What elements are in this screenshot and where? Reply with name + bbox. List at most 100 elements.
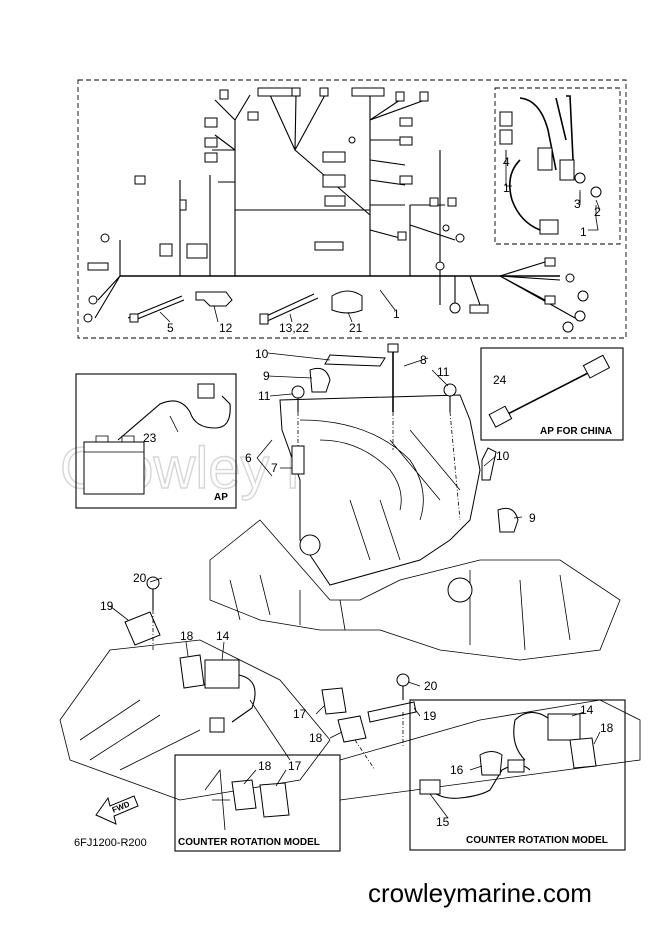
cr-left-bracket xyxy=(204,768,230,831)
callout-5: 5 xyxy=(167,321,174,335)
cable-23 xyxy=(117,395,231,441)
bracket-assembly xyxy=(59,343,641,801)
battery xyxy=(83,441,145,495)
bracket-ribs xyxy=(299,419,461,561)
callout-24: 24 xyxy=(493,373,507,387)
holder-19 xyxy=(124,611,161,646)
callout-15: 15 xyxy=(436,815,450,829)
diagram-ref: 6FJ1200-R200 xyxy=(74,837,147,849)
bolt-20-head xyxy=(146,576,160,590)
callout-18d: 18 xyxy=(600,721,614,735)
holder-19b xyxy=(367,701,417,723)
cable-24 xyxy=(499,371,591,419)
sub-ring-2 xyxy=(590,186,602,198)
leader-lines xyxy=(109,150,601,819)
callout-14b: 14 xyxy=(580,703,594,717)
sub-connector-b xyxy=(559,159,575,181)
harness-subassembly-frame xyxy=(494,87,621,245)
callout-9: 9 xyxy=(263,369,270,383)
connector-14-plug xyxy=(209,717,225,733)
cr-left-title: COUNTER ROTATION MODEL xyxy=(178,837,320,848)
engine-gear xyxy=(299,534,321,556)
engine-block xyxy=(209,519,621,661)
grommet-21 xyxy=(331,290,363,314)
plug-17 xyxy=(321,687,347,715)
sub-connector-4b xyxy=(499,129,513,145)
callout-19: 19 xyxy=(100,599,114,613)
bolt-8-head xyxy=(387,343,399,353)
callout-8: 8 xyxy=(420,353,427,367)
collar-7 xyxy=(291,445,305,475)
cr-left-plug-17 xyxy=(259,782,290,818)
cr-right-grommet-16 xyxy=(479,751,503,776)
callout-19b: 19 xyxy=(423,709,437,723)
cable-tie-13-22 xyxy=(261,293,319,323)
clamp-9 xyxy=(309,367,331,393)
callout-1c: 1 xyxy=(580,225,587,239)
callout-9b: 9 xyxy=(529,511,536,525)
counter-rotation-right-box: COUNTER ROTATION MODEL xyxy=(409,699,626,851)
cable-23-connector xyxy=(197,383,215,399)
clamp-12 xyxy=(195,291,233,307)
callout-12: 12 xyxy=(219,321,233,335)
lower-casing xyxy=(59,639,331,801)
cr-right-title: COUNTER ROTATION MODEL xyxy=(466,835,608,846)
callout-11: 11 xyxy=(258,389,271,403)
clamp-9b xyxy=(497,507,519,533)
site-footer: crowleymarine.com xyxy=(368,878,592,908)
cable-24-plug-b xyxy=(582,354,611,379)
ap-box: AP xyxy=(75,373,237,509)
ap-china-title: AP FOR CHINA xyxy=(540,426,612,437)
harness-connectors xyxy=(83,87,589,333)
callout-13-22: 13,22 xyxy=(279,321,309,335)
connector-14 xyxy=(204,659,240,689)
band-10 xyxy=(324,354,386,367)
sub-ring-3 xyxy=(574,172,586,184)
wire-harness-group xyxy=(77,79,627,339)
sub-connector-1 xyxy=(539,219,559,235)
callout-3: 3 xyxy=(574,197,581,211)
sub-harness-cables xyxy=(509,95,575,231)
connector-14-cable xyxy=(231,674,256,723)
callout-17b: 17 xyxy=(288,759,302,773)
band-10b xyxy=(481,447,497,481)
bracket-6 xyxy=(279,394,481,586)
cable-24-plug-a xyxy=(488,405,513,428)
harness-dashed-frame xyxy=(77,79,627,339)
fwd-arrow: FWD xyxy=(95,795,139,825)
callout-20b: 20 xyxy=(424,679,438,693)
callout-14: 14 xyxy=(216,629,230,643)
callout-4: 4 xyxy=(503,155,510,169)
callout-18b: 18 xyxy=(309,731,323,745)
callout-1b: 1 xyxy=(503,181,510,195)
seal-18b xyxy=(337,715,367,743)
callout-1: 1 xyxy=(393,307,400,321)
ap-china-box: AP FOR CHINA xyxy=(480,347,624,441)
cr-right-plug-15 xyxy=(419,779,441,795)
cable-tie-13-22-head xyxy=(259,313,269,325)
bolt-20b-head xyxy=(396,673,410,687)
callout-10b: 10 xyxy=(496,449,510,463)
cr-right-plug-15b xyxy=(507,759,525,773)
cr-right-seal-18 xyxy=(569,737,597,769)
callout-10: 10 xyxy=(255,347,269,361)
battery-terminals xyxy=(84,435,144,453)
callout-18c: 18 xyxy=(258,759,272,773)
callout-21: 21 xyxy=(349,321,363,335)
cr-left-seal-18 xyxy=(231,779,257,811)
seal-18 xyxy=(179,654,205,689)
callout-numbers: 5 12 13,22 21 1 4 1 3 2 1 10 8 9 11 11 1… xyxy=(100,155,614,829)
callout-20: 20 xyxy=(133,571,147,585)
callout-16: 16 xyxy=(450,763,464,777)
cable-tie-5-head xyxy=(129,313,139,323)
callout-7: 7 xyxy=(271,461,278,475)
install-guides-upper xyxy=(297,411,461,521)
ap-box-title: AP xyxy=(214,492,228,503)
sub-connector-4a xyxy=(499,111,513,127)
bolt-11b-head xyxy=(443,383,457,397)
install-guides-lower xyxy=(152,610,404,771)
callout-17: 17 xyxy=(293,707,307,721)
cr-right-connector-14 xyxy=(547,713,581,741)
callout-2: 2 xyxy=(594,205,601,219)
